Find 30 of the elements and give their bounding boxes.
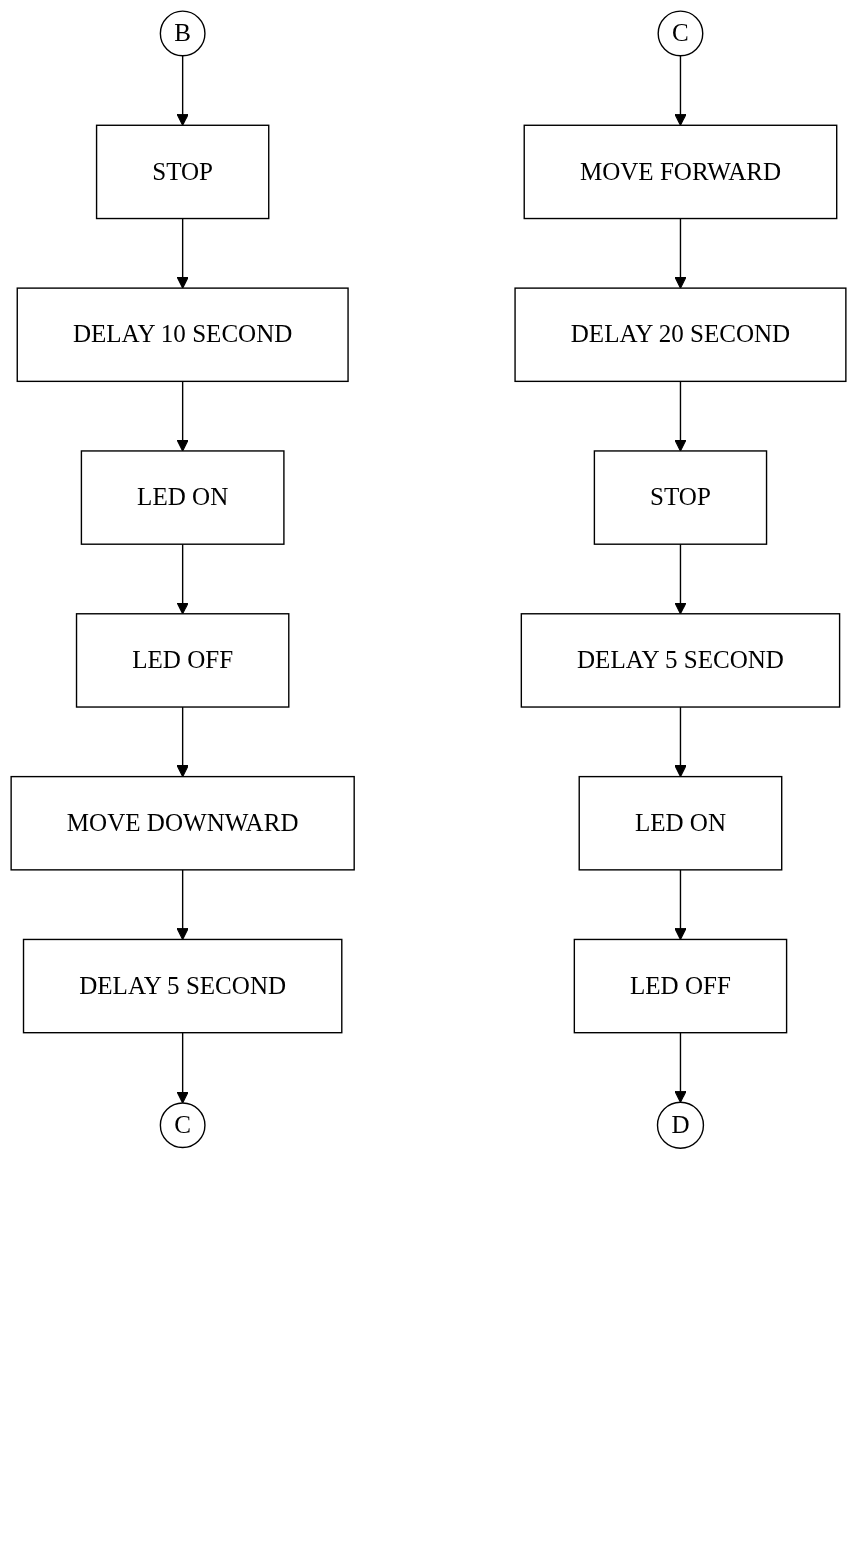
node-box: MOVE DOWNWARD <box>10 775 355 871</box>
arrow <box>674 380 687 452</box>
arrow <box>176 380 189 452</box>
node-box: DELAY 10 SECOND <box>16 287 349 383</box>
node-box: DELAY 5 SECOND <box>22 938 343 1034</box>
arrow <box>674 869 687 940</box>
arrow <box>674 1032 687 1103</box>
arrow <box>176 1032 189 1104</box>
node-box: LED ON <box>80 450 285 545</box>
node-circle: C <box>657 10 704 57</box>
arrow <box>176 543 189 615</box>
node-box: STOP <box>593 450 768 545</box>
arrow <box>674 217 687 289</box>
node-box: LED OFF <box>75 613 290 708</box>
node-circle: B <box>159 10 206 57</box>
node-circle: D <box>656 1101 705 1149</box>
node-box: STOP <box>95 124 270 220</box>
arrow <box>674 543 687 615</box>
node-box: LED OFF <box>573 938 788 1034</box>
arrow <box>674 55 687 126</box>
node-box: MOVE FORWARD <box>523 124 838 220</box>
arrow <box>176 55 189 126</box>
node-box: DELAY 20 SECOND <box>514 287 847 383</box>
arrow <box>176 706 189 778</box>
arrow <box>674 706 687 778</box>
node-circle: C <box>159 1102 206 1149</box>
node-box: DELAY 5 SECOND <box>520 613 841 708</box>
node-box: LED ON <box>578 775 783 871</box>
arrow <box>176 869 189 940</box>
arrow <box>176 217 189 289</box>
